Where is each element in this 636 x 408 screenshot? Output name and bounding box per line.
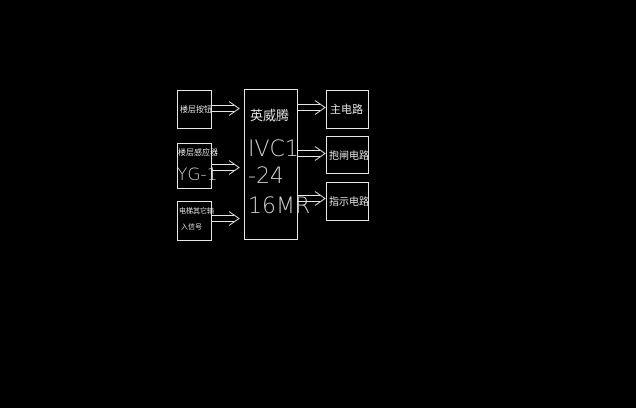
controller-model-line: IVC1 (248, 137, 299, 162)
controller-brand: 英威腾 (250, 108, 289, 124)
input-label: 楼层按钮 (180, 104, 212, 114)
input-floor-buttons: 楼层按钮 (177, 90, 212, 129)
arrow-icon (212, 211, 240, 226)
output-label: 指示电路 (329, 195, 369, 208)
input-label: 入信号 (181, 222, 202, 231)
input-model: YG-1 (177, 165, 218, 185)
arrow-icon (212, 101, 240, 116)
output-label: 抱闸电路 (329, 149, 369, 162)
output-brake-circuit: 抱闸电路 (326, 136, 369, 174)
output-label: 主电路 (330, 103, 363, 116)
arrow-icon (297, 146, 326, 161)
arrow-icon (212, 160, 240, 175)
controller-model-line: 16MR (248, 194, 310, 219)
arrow-icon (297, 191, 326, 206)
input-label: 电梯其它输 (179, 206, 214, 215)
output-main-circuit: 主电路 (326, 90, 369, 129)
input-floor-sensor: 楼层感应器 YG-1 (177, 143, 218, 189)
input-other-signals: 电梯其它输 入信号 (177, 201, 214, 241)
controller-plc: 英威腾 IVC1 -24 16MR (244, 89, 310, 240)
arrow-icon (297, 100, 326, 115)
controller-model-line: -24 (248, 164, 284, 189)
input-label: 楼层感应器 (178, 147, 218, 157)
output-indicator-circuit: 指示电路 (326, 182, 369, 221)
